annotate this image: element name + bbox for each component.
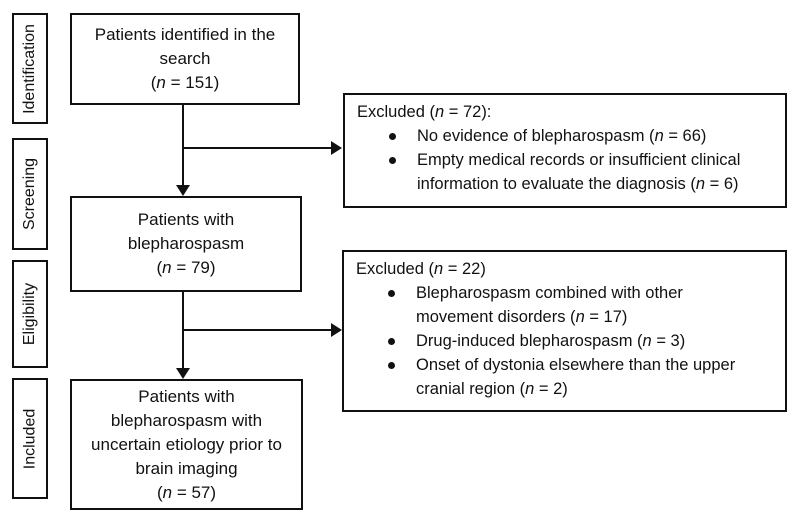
arrow-line-identified-to-blepharospasm	[182, 105, 184, 185]
excluded-eligibility-bullet: Onset of dystonia elsewhere than the upp…	[356, 353, 779, 401]
arrow-line-to-excluded-eligibility	[183, 329, 331, 331]
stage-label-screening: Screening	[12, 138, 48, 250]
box-excluded-screening: Excluded (n = 72): No evidence of blepha…	[343, 93, 787, 208]
stage-label-eligibility-text: Eligibility	[21, 282, 38, 346]
arrow-head-right-icon	[331, 141, 342, 155]
stage-label-identification-text: Identification	[21, 23, 38, 114]
excluded-eligibility-bullet-text: Onset of dystonia elsewhere than the upp…	[416, 356, 736, 374]
box-uncertain-etiology: Patients with blepharospasm with uncerta…	[70, 379, 303, 510]
bullet-icon	[388, 362, 395, 369]
stage-label-included-text: Included	[21, 408, 38, 469]
arrow-line-to-excluded-screening	[183, 147, 331, 149]
stage-label-identification: Identification	[12, 13, 48, 124]
arrow-head-down-icon	[176, 368, 190, 379]
excluded-eligibility-bullet: Drug-induced blepharospasm (n = 3)	[356, 329, 779, 353]
box-patients-blepharospasm-count: (n = 79)	[156, 258, 216, 277]
box-uncertain-etiology-line: brain imaging	[135, 458, 238, 478]
stage-label-eligibility: Eligibility	[12, 260, 48, 368]
bullet-icon	[388, 338, 395, 345]
stage-label-screening-text: Screening	[21, 157, 39, 231]
arrow-head-down-icon	[176, 185, 190, 196]
excluded-screening-bullet-text: No evidence of blepharospasm (n = 66)	[417, 127, 707, 145]
box-patients-identified-count: (n = 151)	[150, 73, 220, 92]
bullet-icon	[388, 290, 395, 297]
excluded-screening-bullet-text: Empty medical records or insufficient cl…	[417, 151, 741, 169]
box-patients-identified-line: search	[159, 49, 211, 68]
arrow-head-right-icon	[331, 323, 342, 337]
box-uncertain-etiology-count: (n = 57)	[156, 482, 217, 502]
box-uncertain-etiology-line: blepharospasm with	[110, 410, 263, 430]
box-patients-blepharospasm-line: blepharospasm	[127, 234, 245, 253]
excluded-screening-bullet: Empty medical records or insufficient cl…	[357, 148, 779, 196]
box-patients-blepharospasm: Patients with blepharospasm (n = 79)	[70, 196, 302, 292]
box-patients-identified: Patients identified in the search (n = 1…	[70, 13, 300, 105]
excluded-eligibility-bullet-text: cranial region (n = 2)	[416, 380, 568, 398]
bullet-icon	[389, 157, 396, 164]
excluded-screening-title: Excluded (n = 72):	[357, 103, 492, 121]
excluded-eligibility-bullet-text: Blepharospasm combined with other	[416, 284, 683, 302]
bullet-icon	[389, 133, 396, 140]
box-uncertain-etiology-line: Patients with	[138, 386, 235, 406]
excluded-screening-bullet: No evidence of blepharospasm (n = 66)	[357, 124, 779, 148]
box-excluded-eligibility: Excluded (n = 22) Blepharospasm combined…	[342, 250, 787, 412]
excluded-screening-bullet-text: information to evaluate the diagnosis (n…	[417, 175, 739, 193]
excluded-eligibility-bullet: Blepharospasm combined with other moveme…	[356, 281, 779, 329]
box-uncertain-etiology-line: uncertain etiology prior to	[91, 434, 282, 454]
excluded-eligibility-bullet-text: movement disorders (n = 17)	[416, 308, 628, 326]
box-patients-identified-line: Patients identified in the	[94, 25, 276, 44]
excluded-eligibility-bullet-text: Drug-induced blepharospasm (n = 3)	[416, 332, 686, 350]
box-patients-blepharospasm-line: Patients with	[137, 210, 235, 229]
excluded-eligibility-title: Excluded (n = 22)	[356, 260, 486, 278]
stage-label-included: Included	[12, 378, 48, 499]
